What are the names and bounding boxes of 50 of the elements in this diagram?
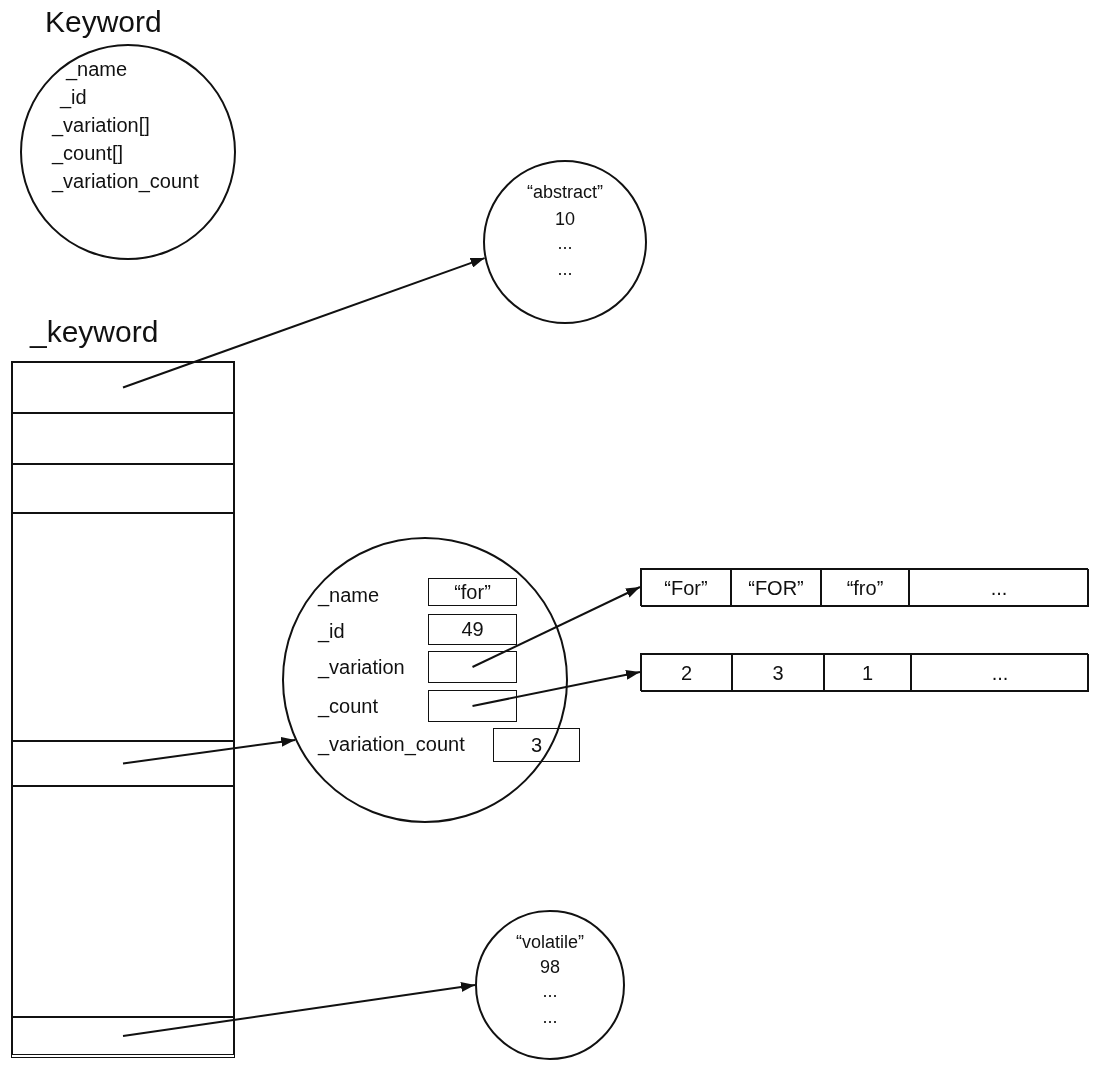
field-name: _variation_count (52, 170, 199, 192)
value-text: “volatile” (516, 933, 584, 953)
array-cell: “For” (641, 569, 731, 607)
arrow (122, 981, 476, 1037)
field-name: _name (318, 584, 380, 606)
heading: _keyword (30, 315, 159, 348)
heading: Keyword (45, 5, 162, 38)
array-cell: “FOR” (731, 569, 821, 607)
value-text: ... (542, 982, 558, 1002)
field-name: _count[] (52, 142, 124, 164)
array-cell (12, 513, 234, 741)
arrow (471, 669, 641, 707)
array (640, 653, 1088, 691)
value-text: ... (542, 1008, 558, 1028)
array-cell: ... (909, 569, 1089, 607)
array-cell (12, 413, 234, 464)
arrow (122, 736, 297, 765)
array-cell (12, 741, 234, 786)
array-cell (12, 786, 234, 1017)
array-cell: ... (911, 654, 1089, 692)
arrow (471, 586, 641, 668)
record-circle (282, 537, 568, 823)
field-box: 3 (493, 728, 580, 762)
field-box: 49 (428, 614, 517, 645)
array-cell (12, 362, 234, 413)
field-box: “for” (428, 578, 517, 606)
array-cell: 2 (641, 654, 732, 692)
value-text: 10 (555, 210, 575, 230)
field-name: _variation[] (52, 114, 150, 136)
field-box (428, 690, 517, 722)
array (640, 568, 1088, 606)
field-name: _name (66, 58, 128, 80)
field-name: _variation (318, 656, 405, 678)
field-box (428, 651, 517, 683)
field-name: _count (318, 695, 379, 717)
value-text: “abstract” (527, 183, 603, 203)
value-text: ... (557, 260, 573, 280)
value-text: 98 (540, 958, 560, 978)
array-cell: 3 (732, 654, 824, 692)
record-circle (475, 910, 625, 1060)
array-cell: “fro” (821, 569, 909, 607)
array-cell: 1 (824, 654, 911, 692)
array-cell (12, 464, 234, 513)
value-text: ... (557, 234, 573, 254)
field-name: _id (318, 620, 345, 642)
field-name: _id (60, 86, 87, 108)
array-cell (12, 1017, 234, 1055)
record-circle (483, 160, 647, 324)
field-name: _variation_count (318, 733, 465, 755)
arrow (122, 256, 486, 389)
